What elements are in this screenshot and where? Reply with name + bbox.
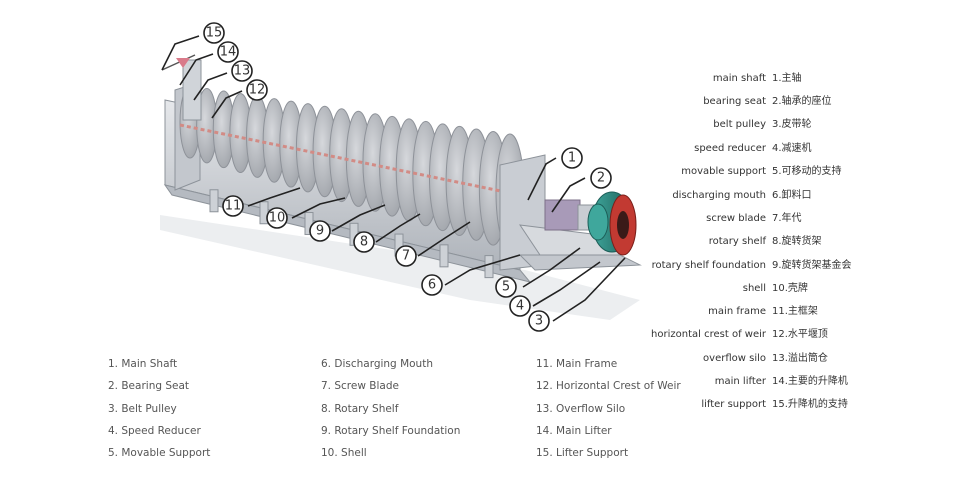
legend-en: discharging mouth (672, 190, 766, 201)
callout-number: 13 (234, 64, 251, 79)
callout-6: 6 (421, 274, 443, 296)
callout-number: 4 (516, 299, 524, 314)
callout-number: 6 (428, 278, 436, 293)
legend-zh: 11.主框架 (772, 306, 818, 317)
legend-zh: 10.壳牌 (772, 283, 808, 294)
legend-zh: 2.轴承的座位 (772, 96, 832, 107)
legend-zh: 4.减速机 (772, 143, 812, 154)
legend-zh: 7.年代 (772, 213, 802, 224)
callout-2: 2 (590, 167, 612, 189)
legend-en: shell (742, 283, 766, 294)
callout-8: 8 (353, 231, 375, 253)
legend-en: screw blade (706, 213, 766, 224)
legend-en: lifter support (701, 399, 766, 410)
callout-3: 3 (528, 310, 550, 332)
callout-7: 7 (395, 245, 417, 267)
main-lifter (161, 54, 202, 121)
callout-1: 1 (561, 147, 583, 169)
frame-leg (484, 255, 494, 279)
legend-en: main shaft (712, 73, 766, 84)
legend-en: movable support (681, 166, 766, 177)
callout-12: 12 (246, 79, 268, 101)
callout-number: 15 (206, 26, 223, 41)
frame-leg (439, 244, 449, 268)
speed-reducer (544, 199, 581, 231)
callout-number: 7 (402, 249, 410, 264)
callout-number: 9 (316, 224, 324, 239)
legend-zh: 15.升降机的支持 (772, 399, 848, 410)
legend-zh: 5.可移动的支持 (772, 166, 842, 177)
callout-number: 12 (249, 83, 266, 98)
callout-4: 4 (509, 295, 531, 317)
callout-number: 2 (597, 171, 605, 186)
legend-zh: 6.卸料口 (772, 190, 812, 201)
frame-leg (209, 189, 219, 213)
legend-en: rotary shelf foundation (651, 260, 766, 271)
callout-number: 11 (225, 199, 242, 214)
callout-number: 3 (535, 314, 543, 329)
callout-10: 10 (266, 207, 288, 229)
legend-en: belt pulley (713, 119, 766, 130)
callout-number: 1 (568, 151, 576, 166)
leader-lines (161, 35, 626, 322)
callout-9: 9 (309, 220, 331, 242)
legend-en: speed reducer (694, 143, 766, 154)
legend-en: bearing seat (703, 96, 766, 107)
callout-14: 14 (217, 41, 239, 63)
callout-11: 11 (222, 195, 244, 217)
callout-15: 15 (203, 22, 225, 44)
legend-zh: 3.皮带轮 (772, 119, 812, 130)
legend-en: overflow silo (703, 353, 766, 364)
callout-number: 10 (269, 211, 286, 226)
callout-number: 5 (502, 280, 510, 295)
legend-zh: 12.水平堰顶 (772, 329, 828, 340)
legend-zh: 8.旋转货架 (772, 236, 822, 247)
drive-assembly (499, 154, 642, 271)
callout-number: 14 (220, 45, 237, 60)
screw-blades (179, 85, 525, 251)
legend-en: main frame (708, 306, 766, 317)
legend-zh: 13.溢出筒仓 (772, 353, 828, 364)
legend-en: main lifter (714, 376, 766, 387)
legend-en: rotary shelf (708, 236, 766, 247)
legend-zh: 14.主要的升降机 (772, 376, 848, 387)
callout-5: 5 (495, 276, 517, 298)
callout-number: 8 (360, 235, 368, 250)
legend-zh: 9.旋转货架基金会 (772, 260, 852, 271)
callout-13: 13 (231, 60, 253, 82)
legend-zh: 1.主轴 (772, 73, 802, 84)
main-shaft (179, 123, 521, 197)
ground-shadow (160, 215, 640, 320)
legend-en: horizontal crest of weir (651, 329, 766, 340)
